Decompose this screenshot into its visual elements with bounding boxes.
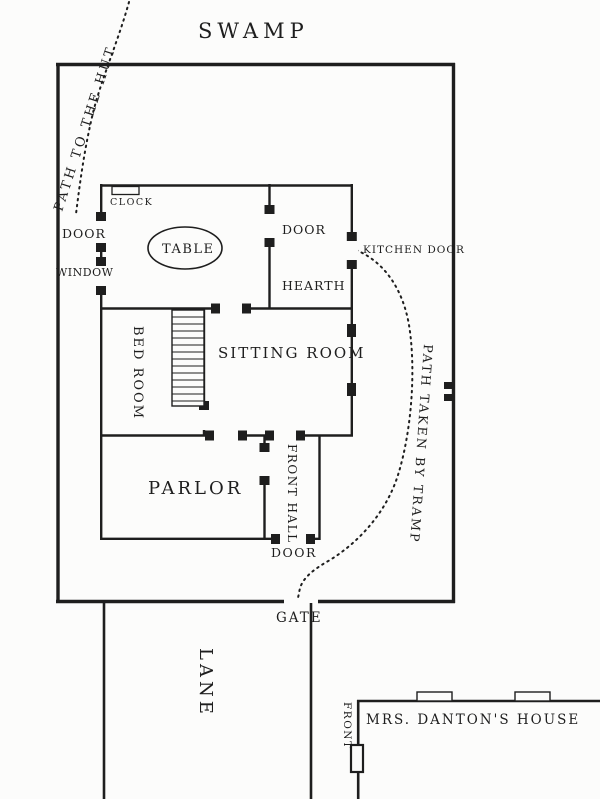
lane-lines xyxy=(102,603,313,799)
lane-label: LANE xyxy=(195,648,216,718)
path-tramp-line xyxy=(297,249,414,599)
gate-label: GATE xyxy=(276,610,323,626)
danton-house xyxy=(349,691,600,799)
door-side-label: DOOR xyxy=(62,226,106,241)
window-side-label: WINDOW xyxy=(56,266,114,279)
table-label: TABLE xyxy=(162,242,215,257)
boundary-marks xyxy=(444,382,453,401)
danton-front-label: FRONT xyxy=(341,702,353,750)
clock-label: CLOCK xyxy=(110,197,153,208)
path-to-hut-line xyxy=(75,1,130,215)
table-symbol xyxy=(147,226,223,270)
wall-openings xyxy=(95,214,358,545)
danton-front-door xyxy=(349,743,365,774)
stairs xyxy=(171,309,205,407)
danton-house-label: MRS. DANTON'S HOUSE xyxy=(366,712,580,728)
clock-symbol xyxy=(111,185,140,196)
danton-window xyxy=(514,691,551,702)
front-door-label: DOOR xyxy=(271,545,317,560)
kitchen-door-label: KITCHEN DOOR xyxy=(363,244,465,256)
path-to-hut-label: PATH TO THE HUT xyxy=(52,44,120,214)
property-boundary xyxy=(56,62,456,604)
hearth-label: HEARTH xyxy=(282,278,345,293)
danton-window xyxy=(416,691,453,702)
door-inner-label: DOOR xyxy=(282,222,326,237)
bed-room-label: BED ROOM xyxy=(130,326,145,420)
parlor-label: PARLOR xyxy=(148,478,243,499)
sitting-room-label: SITTING ROOM xyxy=(218,344,366,362)
front-hall-label: FRONT HALL xyxy=(285,444,299,544)
swamp-label: SWAMP xyxy=(198,19,309,43)
